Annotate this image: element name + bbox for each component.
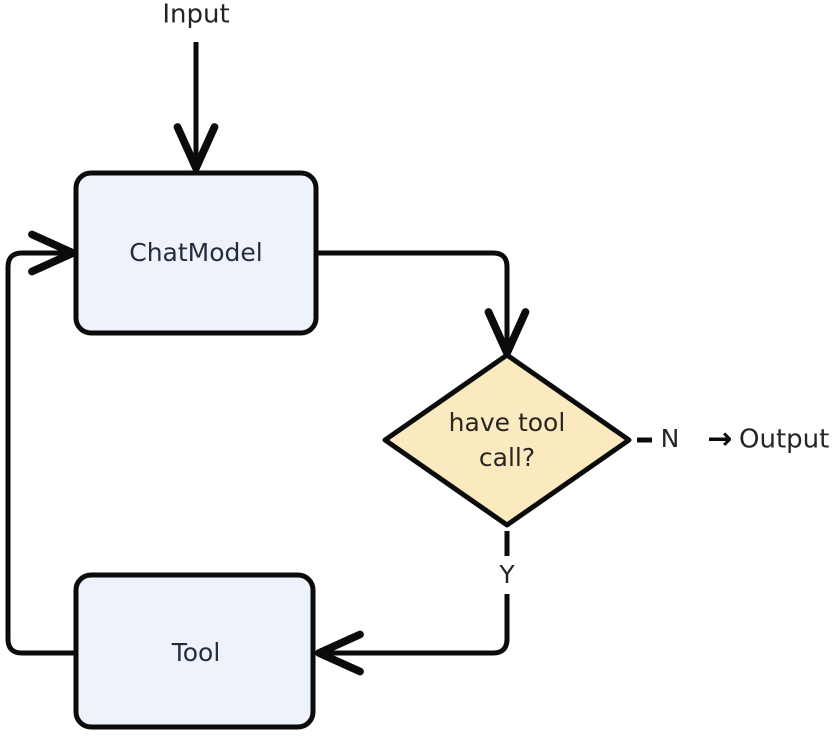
- node-input-label: Input: [162, 0, 229, 30]
- node-chatmodel[interactable]: ChatModel: [73, 170, 319, 336]
- node-decision[interactable]: have tool call?: [382, 352, 632, 528]
- edge-decision-to-tool: [315, 531, 510, 676]
- edge-chatmodel-to-decision-line: [318, 250, 530, 357]
- node-decision-label-line2: call?: [479, 443, 535, 472]
- node-chatmodel-label: ChatModel: [129, 238, 262, 267]
- node-decision-label-line1: have tool: [449, 408, 566, 437]
- node-tool[interactable]: Tool: [73, 572, 316, 730]
- node-output-label: Output: [739, 425, 829, 455]
- node-tool-box[interactable]: [73, 572, 316, 730]
- edge-tool-to-chatmodel: [5, 230, 77, 656]
- edge-label-no: N: [661, 424, 680, 453]
- edge-label-yes: Y: [498, 560, 515, 589]
- edge-tool-to-chatmodel-line: [5, 230, 77, 656]
- node-decision-diamond[interactable]: [382, 352, 632, 528]
- node-tool-label: Tool: [171, 638, 221, 667]
- node-chatmodel-box[interactable]: [73, 170, 319, 336]
- edge-chatmodel-to-decision: [318, 250, 530, 357]
- edge-decision-to-tool-line: [315, 594, 510, 676]
- right-arrow-icon: →: [707, 422, 732, 457]
